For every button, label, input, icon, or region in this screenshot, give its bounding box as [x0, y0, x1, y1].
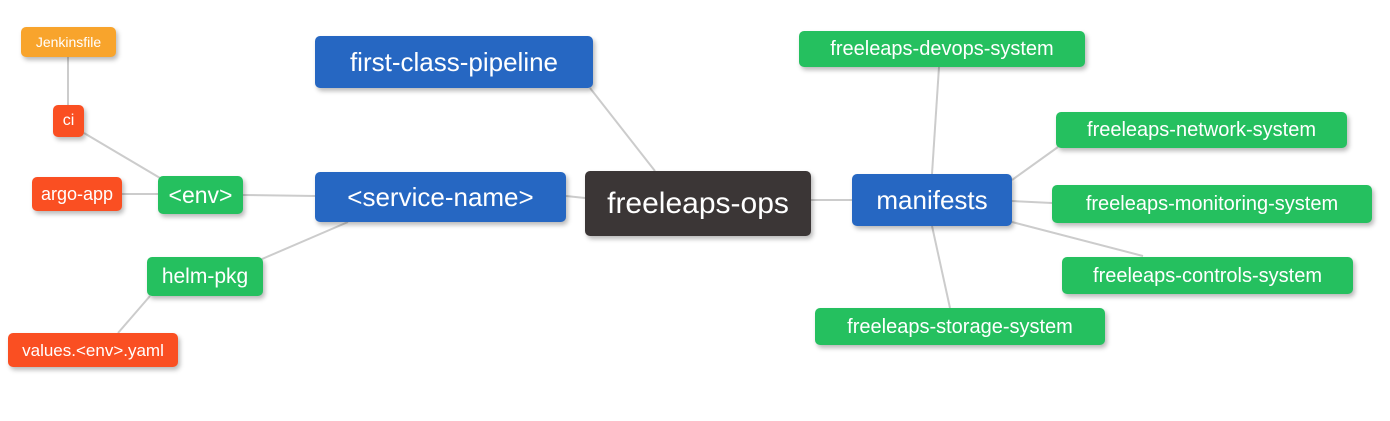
- edge-ci-env: [83, 132, 161, 179]
- edge-manifests-monitoring-system: [1011, 200, 1053, 204]
- edge-manifests-network-system: [1011, 146, 1059, 181]
- node-freeleaps-network-system[interactable]: freeleaps-network-system: [1056, 112, 1347, 148]
- node-first-class-pipeline[interactable]: first-class-pipeline: [315, 36, 593, 88]
- node-helm-pkg[interactable]: helm-pkg: [147, 257, 263, 296]
- node-freeleaps-devops-system[interactable]: freeleaps-devops-system: [799, 31, 1085, 67]
- edge-manifests-devops-system: [931, 66, 940, 175]
- edge-values-helm-pkg: [117, 295, 151, 334]
- edge-helm-pkg-service-name: [261, 221, 349, 260]
- node-freeleaps-storage-system[interactable]: freeleaps-storage-system: [815, 308, 1105, 345]
- node-jenkinsfile[interactable]: Jenkinsfile: [21, 27, 116, 57]
- node-ci[interactable]: ci: [53, 105, 84, 137]
- edge-manifests-controls-system: [1011, 221, 1144, 257]
- node-freeleaps-monitoring-system[interactable]: freeleaps-monitoring-system: [1052, 185, 1372, 223]
- node-values-env-yaml[interactable]: values.<env>.yaml: [8, 333, 178, 367]
- node-service-name[interactable]: <service-name>: [315, 172, 566, 222]
- edge-service-name-root: [565, 195, 586, 199]
- edge-env-service-name: [242, 194, 317, 197]
- node-freeleaps-controls-system[interactable]: freeleaps-controls-system: [1062, 257, 1353, 294]
- node-argo-app[interactable]: argo-app: [32, 177, 122, 211]
- edge-manifests-storage-system: [931, 225, 951, 309]
- node-env[interactable]: <env>: [158, 176, 243, 214]
- node-root-freeleaps-ops[interactable]: freeleaps-ops: [585, 171, 811, 236]
- edge-pipeline-root: [589, 87, 656, 172]
- node-manifests[interactable]: manifests: [852, 174, 1012, 226]
